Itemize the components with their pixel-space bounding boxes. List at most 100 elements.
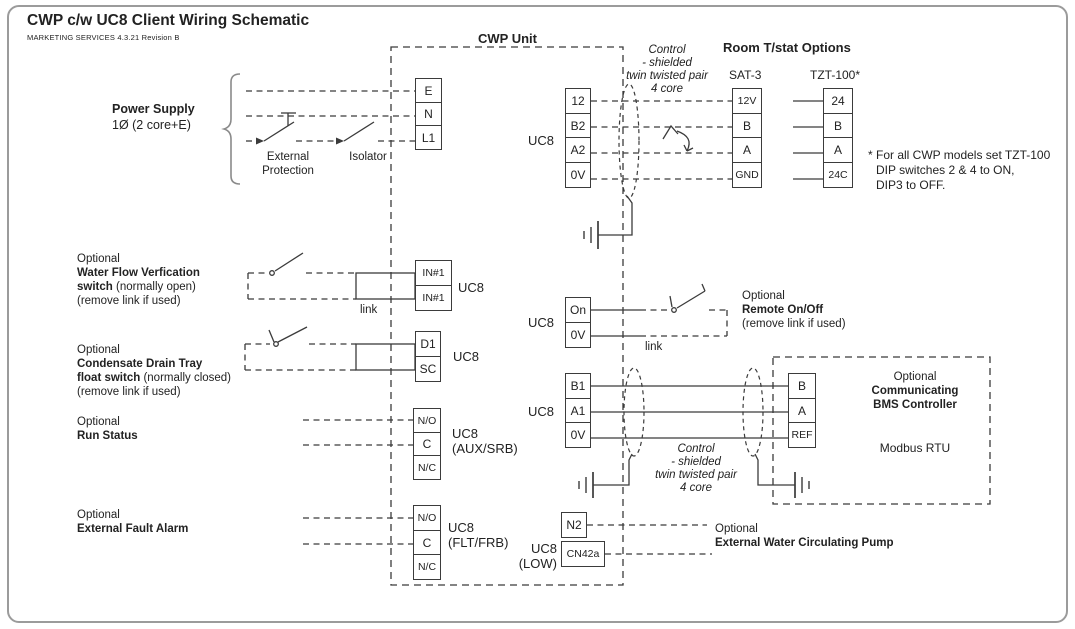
link-box-condensate xyxy=(355,343,416,371)
terminal-24C: 24C xyxy=(823,161,853,188)
shielded-note-top-l4: 4 core xyxy=(651,83,683,95)
waterflow-switch-word: switch xyxy=(77,281,113,293)
tzt-footnote-line2: DIP switches 2 & 4 to ON, xyxy=(876,163,1015,177)
waterflow-label: Optional Water Flow Verfication switch (… xyxy=(77,252,200,308)
fault-alarm-name: External Fault Alarm xyxy=(77,523,189,535)
isolator-switch-icon xyxy=(336,121,375,145)
terminal-aux-NC: N/C xyxy=(413,455,441,481)
terminal-block-in1: IN#1 IN#1 xyxy=(415,260,452,311)
fault-alarm-wires xyxy=(303,517,413,545)
earth-ground-icon-3 xyxy=(754,453,810,498)
page-border xyxy=(7,5,1068,623)
shielded-note-top-l1: Control xyxy=(648,44,686,56)
shield-ellipse-modbus-left xyxy=(623,367,645,457)
bms-label: Optional Communicating BMS Controller xyxy=(830,370,1000,412)
waterflow-name: Water Flow Verfication xyxy=(77,267,200,279)
shield-ellipse-tstat xyxy=(618,83,640,199)
remote-name: Remote On/Off xyxy=(742,304,824,316)
link-label-2: link xyxy=(645,341,663,353)
waterflow-remove-link: (remove link if used) xyxy=(77,295,181,307)
power-supply-label: Power Supply 1Ø (2 core+E) xyxy=(112,101,195,133)
uc8-flt-line2: (FLT/FRB) xyxy=(448,535,509,550)
terminal-flt-C: C xyxy=(413,529,441,556)
terminal-flt-NO: N/O xyxy=(413,505,441,531)
terminal-sat3-A: A xyxy=(732,137,762,164)
terminal-block-bms: B A REF xyxy=(788,373,816,449)
condensate-name: Condensate Drain Tray xyxy=(77,358,203,370)
terminal-B1: B1 xyxy=(565,373,591,399)
terminal-block-uc8-main: 12 B2 A2 0V xyxy=(565,88,591,188)
uc8-label-onoff: UC8 xyxy=(528,315,555,330)
pump-wires xyxy=(587,524,712,555)
terminal-block-n2: N2 xyxy=(561,512,587,538)
waterflow-optional: Optional xyxy=(77,253,120,265)
uc8-aux-line1: UC8 xyxy=(452,426,479,441)
terminal-A1: A1 xyxy=(565,397,591,424)
terminal-On: On xyxy=(565,297,591,323)
terminal-E: E xyxy=(415,78,442,103)
tzt100-label: TZT-100* xyxy=(810,68,861,82)
cwp-unit-label: CWP Unit xyxy=(478,31,537,46)
waterflow-switch-icon xyxy=(247,252,356,300)
terminal-B2: B2 xyxy=(565,112,591,139)
terminal-block-power: E N L1 xyxy=(415,78,442,151)
remote-onoff-wires xyxy=(591,309,728,337)
power-supply-name: Power Supply xyxy=(112,102,195,116)
uc8-label-main: UC8 xyxy=(528,133,555,148)
terminal-0V-main: 0V xyxy=(565,161,591,188)
terminal-flt-NC: N/C xyxy=(413,554,441,581)
terminal-N: N xyxy=(415,101,442,127)
terminal-SC: SC xyxy=(415,355,441,382)
uc8-low-line2: (LOW) xyxy=(518,556,557,571)
terminal-A2: A2 xyxy=(565,137,591,164)
terminal-block-cn42a: CN42a xyxy=(561,541,605,567)
sat3-label: SAT-3 xyxy=(729,68,762,82)
bms-controller: BMS Controller xyxy=(873,399,957,411)
page-title: CWP c/w UC8 Client Wiring Schematic xyxy=(27,12,310,29)
run-status-wires xyxy=(303,419,413,446)
modbus-rtu-label: Modbus RTU xyxy=(879,441,951,455)
uc8-flt-line1: UC8 xyxy=(448,520,475,535)
bms-controller-box xyxy=(772,356,991,505)
uc8-label-flt: UC8 (FLT/FRB) xyxy=(448,520,508,550)
uc8-label-in1: UC8 xyxy=(458,280,485,295)
shielded-note-bottom-l2: - shielded xyxy=(671,456,721,468)
terminal-block-sat3: 12V B A GND xyxy=(732,88,762,188)
external-protection-line1: External xyxy=(266,151,310,163)
isolator-label: Isolator xyxy=(349,151,387,163)
uc8-label-low: UC8 (LOW) xyxy=(498,541,557,571)
terminal-0V-onoff: 0V xyxy=(565,321,591,348)
condensate-remove-link: (remove link if used) xyxy=(77,386,181,398)
shield-ellipse-modbus-right xyxy=(742,367,764,457)
earth-ground-icon-1 xyxy=(583,195,633,249)
terminal-block-flt: N/O C N/C xyxy=(413,505,441,581)
tzt-footnote-line3: DIP3 to OFF. xyxy=(876,178,946,192)
terminal-bms-A: A xyxy=(788,397,816,424)
shielded-note-bottom-l3: twin twisted pair xyxy=(655,469,737,481)
condensate-switch-icon xyxy=(244,326,356,371)
uc8-low-line1: UC8 xyxy=(530,541,557,556)
terminal-tzt-B: B xyxy=(823,112,853,139)
terminal-block-aux: N/O C N/C xyxy=(413,408,441,481)
shielded-note-bottom: Control - shielded twin twisted pair 4 c… xyxy=(640,443,752,495)
fault-alarm-optional: Optional xyxy=(77,509,120,521)
condensate-label: Optional Condensate Drain Tray float swi… xyxy=(77,343,231,399)
power-supply-spec: 1Ø (2 core+E) xyxy=(112,118,191,132)
terminal-bms-B: B xyxy=(788,373,816,399)
terminal-GND: GND xyxy=(732,161,762,188)
tzt-stub-wires xyxy=(793,100,823,180)
terminal-24: 24 xyxy=(823,88,853,114)
twist-symbol-icon xyxy=(662,124,694,152)
condensate-normally-closed: (normally closed) xyxy=(140,372,232,384)
terminal-CN42a: CN42a xyxy=(561,541,605,567)
page-subtitle: MARKETING SERVICES 4.3.21 Revision B xyxy=(27,33,180,42)
link-box-waterflow xyxy=(355,272,416,300)
shielded-note-top-l2: - shielded xyxy=(642,57,692,69)
room-tstat-header: Room T/stat Options xyxy=(723,40,851,55)
uc8-aux-line2: (AUX/SRB) xyxy=(452,441,518,456)
external-protection-label: External Protection xyxy=(255,150,321,178)
condensate-float-switch-word: float switch xyxy=(77,372,141,384)
uc8-label-d1sc: UC8 xyxy=(453,349,480,364)
